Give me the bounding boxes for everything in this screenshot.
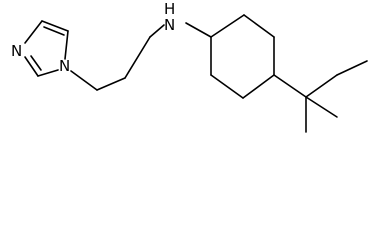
bond-cy4-cy5 [242, 74, 275, 99]
propyl-chain [70, 24, 165, 91]
amine-h-label: H [164, 0, 175, 18]
bond-c2-c3 [41, 20, 69, 32]
bond-c2-c3-inner [43, 26, 65, 36]
bond-n3-c4 [24, 56, 39, 77]
imidazole-n3-label: N [11, 42, 22, 60]
bond-ch2c-amine [149, 24, 165, 38]
bond-n3-c4-inner [30, 55, 42, 71]
imidazole-ring [24, 20, 69, 77]
bond-c4-n1 [37, 69, 59, 77]
bond-n1-c2 [64, 30, 69, 60]
bond-ring-quaternary [273, 74, 307, 98]
bond-amine-ring [185, 22, 212, 38]
bond-cy5-cy6 [210, 74, 244, 99]
bond-ch2a-ch2b [96, 77, 126, 91]
bond-quaternary-methyl-right [305, 96, 338, 118]
bond-n1-ch2a [70, 70, 98, 91]
imidazole-n1-label: N [59, 57, 70, 75]
bond-c3-n3 [24, 20, 43, 44]
amine-n-label: N [164, 16, 175, 34]
cyclohexane-ring [210, 14, 275, 99]
tert-pentyl-group [273, 60, 368, 133]
molecule-structure-diagram: N N H N [11, 0, 368, 133]
bond-cy2-cy3 [243, 14, 275, 38]
bond-cy1-cy2 [210, 14, 245, 38]
bond-ethyl-methyl [336, 60, 368, 76]
bond-quaternary-ethyl [305, 74, 338, 98]
bond-ch2b-ch2c [124, 36, 151, 79]
